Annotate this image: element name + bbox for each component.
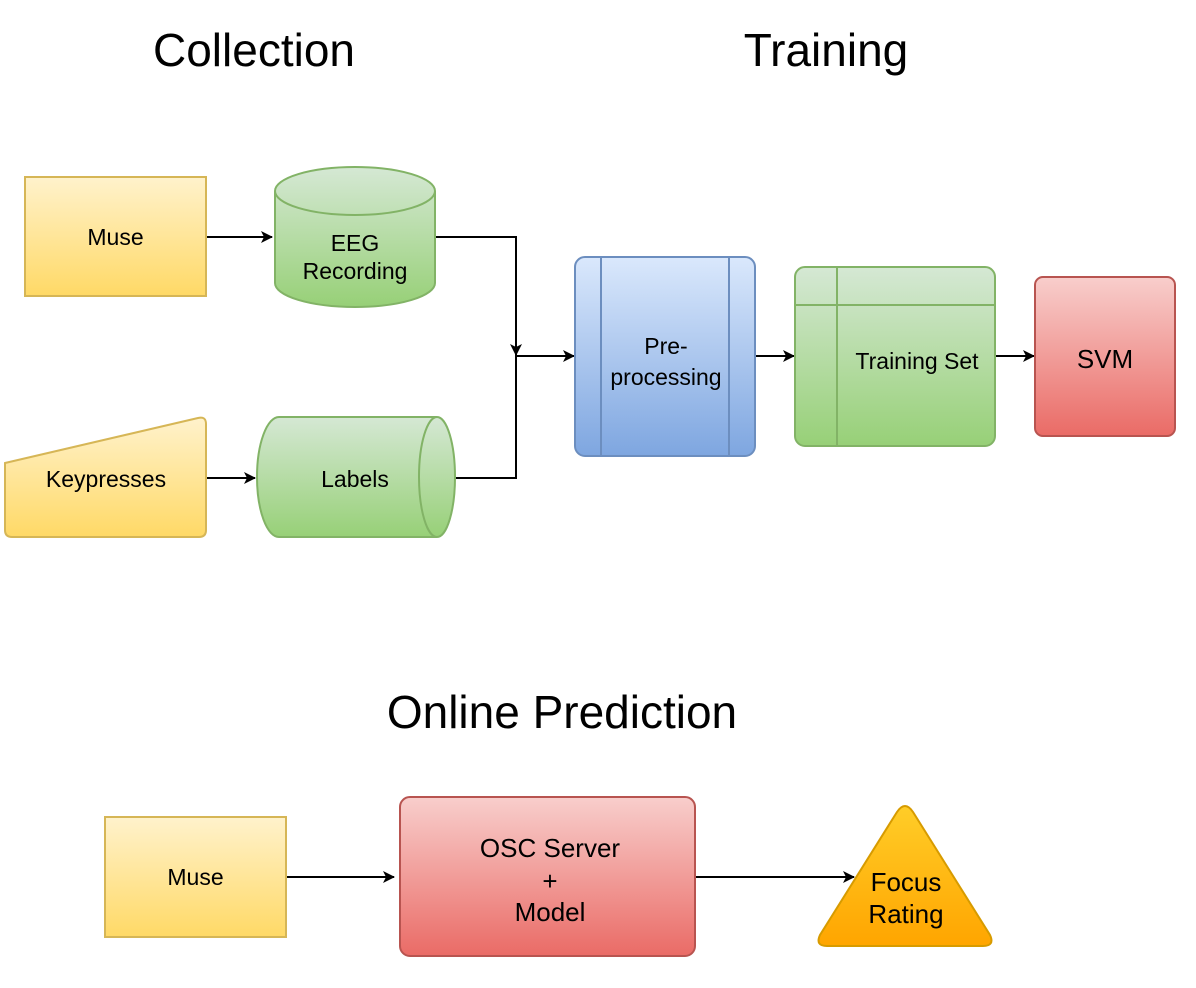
node-osc-label-line2: + <box>542 866 557 896</box>
node-osc-label-line3: Model <box>515 897 586 927</box>
edge-eeg-to-junction <box>436 236 522 356</box>
section-title-online-prediction: Online Prediction <box>387 686 737 738</box>
node-keypresses-label: Keypresses <box>46 466 166 492</box>
node-muse-top-label: Muse <box>87 224 143 250</box>
node-preprocessing: Pre- processing <box>574 256 756 457</box>
node-svm: SVM <box>1034 276 1176 437</box>
edge-labels-to-junction <box>455 355 517 479</box>
node-eeg-label-line1: EEG <box>331 230 380 256</box>
node-osc-server-model: OSC Server + Model <box>399 796 696 957</box>
node-focus-label-line2: Rating <box>868 899 943 929</box>
node-focus-rating: Focus Rating <box>817 805 993 947</box>
node-labels-label: Labels <box>321 466 389 492</box>
node-training-set-label: Training Set <box>855 348 979 374</box>
node-focus-label-line1: Focus <box>871 867 942 897</box>
node-svm-label: SVM <box>1077 344 1133 374</box>
node-eeg-label-line2: Recording <box>303 258 408 284</box>
node-muse-bottom: Muse <box>104 816 287 938</box>
node-keypresses: Keypresses <box>4 416 207 538</box>
node-muse-top: Muse <box>24 176 207 297</box>
edges <box>206 231 1035 883</box>
node-eeg-recording: EEG Recording <box>274 166 436 308</box>
node-training-set: Training Set <box>794 266 996 447</box>
node-muse-bottom-label: Muse <box>167 864 223 890</box>
node-preprocessing-label-line2: processing <box>610 364 721 390</box>
node-osc-label-line1: OSC Server <box>480 833 620 863</box>
node-labels: Labels <box>256 416 456 538</box>
section-title-collection: Collection <box>153 24 355 76</box>
node-preprocessing-label-line1: Pre- <box>644 333 687 359</box>
section-title-training: Training <box>744 24 908 76</box>
